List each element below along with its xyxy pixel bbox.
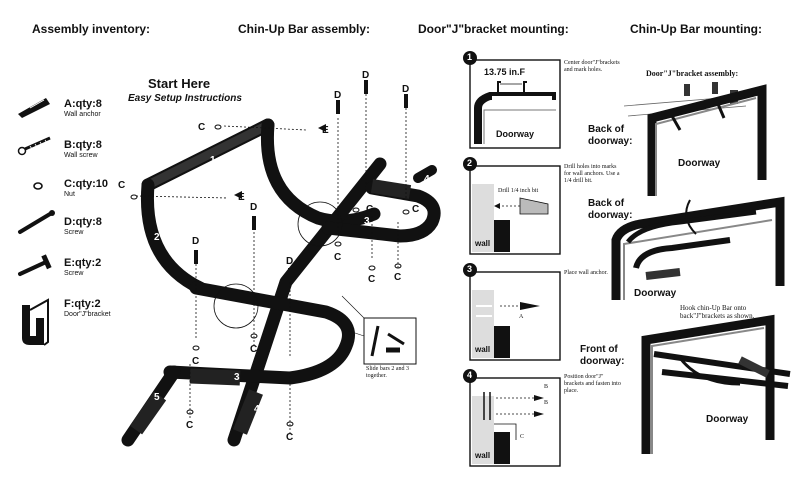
part-c-label: C — [250, 344, 258, 355]
step-1-note: Center door"J"brackets and mark holes. — [564, 60, 620, 73]
part-c-label: C — [118, 180, 126, 191]
step-3-number: 3 — [467, 264, 473, 274]
part-d-label: D — [334, 90, 342, 101]
inventory-c-desc: Nut — [64, 191, 75, 198]
inventory-a-desc: Wall anchor — [64, 111, 101, 118]
header-chinup-assembly: Chin-Up Bar assembly: — [238, 22, 371, 36]
step-4-wall-label: wall — [475, 451, 491, 460]
bar-number-1: 1 — [210, 155, 216, 166]
header-assembly-inventory: Assembly inventory: — [32, 22, 151, 36]
doorway-label-1: Doorway — [678, 158, 721, 169]
step-4-note: Position door"J" brackets and fasten int… — [564, 374, 621, 394]
start-here-title: Start Here — [148, 76, 211, 91]
step-4-number: 4 — [467, 370, 473, 380]
part-d-label: D — [192, 236, 200, 247]
part-d-label: D — [362, 70, 370, 81]
step-3-wall-label: wall — [475, 345, 491, 354]
step-2-note: Drill holes into marks for wall anchors.… — [564, 164, 620, 184]
step-3-note: Place wall anchor. — [564, 270, 608, 276]
back-of-doorway-label-2: Back of doorway: — [588, 198, 633, 221]
wall-screw-icon — [17, 136, 51, 156]
part-c-label: C — [368, 274, 376, 285]
wall-anchor-icon — [18, 98, 50, 118]
bar-number-2: 2 — [154, 232, 160, 243]
bar-4 — [227, 157, 387, 447]
front-of-doorway-label: Front of doorway: — [580, 344, 625, 367]
inventory-f-label: F:qty:2 — [64, 298, 101, 310]
part-c-label: C — [394, 272, 402, 283]
step-1-number: 1 — [467, 52, 473, 62]
inventory-d-label: D:qty:8 — [64, 216, 102, 228]
hook-bar-note: Hook chin-Up Bar onto back"J"brackets as… — [680, 304, 755, 320]
inventory-b-label: B:qty:8 — [64, 139, 102, 151]
part-c-label: C — [198, 122, 206, 133]
inventory-d-desc: Screw — [64, 229, 84, 236]
step-4-badge — [463, 369, 477, 383]
inventory-e-label: E:qty:2 — [64, 257, 102, 269]
bar-2-left — [140, 178, 207, 295]
part-c-label: C — [286, 432, 294, 443]
bracket-assembly-label: Door"J"bracket assembly: — [646, 69, 739, 78]
step-2-number: 2 — [467, 158, 473, 168]
inventory-c-label: C:qty:10 — [64, 178, 109, 190]
bar-number-4: 4 — [424, 174, 430, 185]
step-1-badge — [463, 51, 477, 65]
screw-e-icon — [18, 254, 52, 276]
step-2-badge — [463, 157, 477, 171]
doorway-label-3: Doorway — [706, 414, 749, 425]
bar-number-5: 5 — [154, 392, 160, 403]
step-2-drill-label: Drill 1/4 inch bit — [498, 188, 539, 194]
bar-number-2: 2 — [254, 165, 260, 176]
easy-setup-subtitle: Easy Setup Instructions — [128, 93, 242, 104]
part-c-label: C — [412, 204, 420, 215]
part-c-label: C — [334, 252, 342, 263]
screw-d-icon — [18, 210, 55, 234]
inventory-b-desc: Wall screw — [64, 152, 98, 159]
part-d-label: D — [402, 84, 410, 95]
bar-number-3: 3 — [364, 216, 370, 227]
step-4-screw-letter: B — [544, 384, 549, 390]
step-1-doorway-label: Doorway — [496, 129, 535, 139]
part-c-label: C — [366, 204, 374, 215]
back-of-doorway-label-1: Back of doorway: — [588, 124, 633, 147]
step-3-anchor-letter: A — [519, 314, 524, 320]
part-e-label: E — [322, 125, 329, 136]
step-4-part-letter: C — [520, 434, 525, 440]
header-chinup-mounting: Chin-Up Bar mounting: — [630, 22, 762, 36]
part-c-label: C — [186, 420, 194, 431]
inventory-a-label: A:qty:8 — [64, 98, 102, 110]
header-door-bracket-mounting: Door"J"bracket mounting: — [418, 22, 569, 36]
nut-icon — [33, 182, 43, 190]
inventory-e-desc: Screw — [64, 270, 84, 277]
part-e-label: E — [238, 192, 245, 203]
bar-number-3: 3 — [234, 372, 240, 383]
part-d-label: D — [286, 256, 294, 267]
inventory-f-desc: Door"J"bracket — [64, 311, 111, 318]
bar-3-lower — [163, 281, 355, 385]
bar-3-upper — [321, 181, 441, 243]
bar-number-4: 4 — [254, 404, 260, 415]
step-3-badge — [463, 263, 477, 277]
step-4-screw-letter: B — [544, 400, 549, 406]
part-c-label: C — [192, 356, 200, 367]
part-d-label: D — [250, 202, 258, 213]
slide-bars-note: Slide bars 2 and 3 together. — [366, 366, 409, 379]
bar-2-right — [260, 118, 381, 228]
door-j-bracket-icon — [22, 298, 49, 346]
step-1-measurement: 13.75 in.F — [484, 67, 526, 77]
step-2-wall-label: wall — [475, 239, 491, 248]
doorway-label-2: Doorway — [634, 288, 677, 299]
